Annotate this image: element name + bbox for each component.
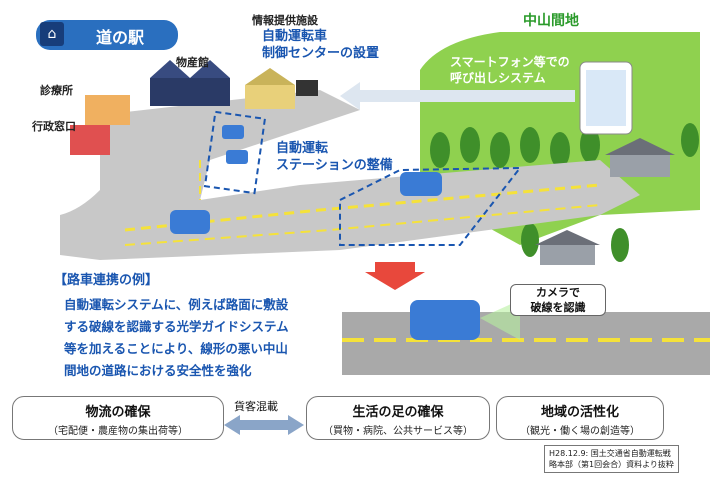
example-line: 等を加えることにより、線形の悪い中山 bbox=[64, 341, 288, 356]
arrow-to-center bbox=[340, 82, 575, 110]
box-seikatsu: 生活の足の確保 （買物・病院、公共サービス等） bbox=[306, 396, 490, 440]
station-callout: 自動運転 ステーションの整備 bbox=[276, 140, 393, 174]
road-scene bbox=[342, 312, 710, 375]
box-butsuryu: 物流の確保 （宅配便・農産物の集出荷等） bbox=[12, 396, 224, 440]
smartphone-callout: スマートフォン等での 呼び出しシステム bbox=[450, 54, 570, 86]
buildings bbox=[70, 60, 318, 155]
box-sub: （買物・病院、公共サービス等） bbox=[323, 426, 473, 437]
houses bbox=[535, 138, 675, 265]
callout-line: 自動運転車 bbox=[262, 29, 328, 44]
chusankan-label: 中山間地 bbox=[523, 13, 579, 29]
station-icon: ⌂ bbox=[40, 22, 64, 46]
station-box bbox=[203, 110, 267, 195]
control-center-callout: 自動運転車 制御センターの設置 bbox=[262, 28, 379, 62]
info-facility-label: 情報提供施設 bbox=[252, 14, 318, 27]
source-line: H28.12.9: 国土交通省自動運転戦 bbox=[549, 449, 671, 458]
box-title: 物流の確保 bbox=[85, 405, 151, 420]
callout-line: スマートフォン等での bbox=[450, 55, 570, 69]
camera-callout: カメラで 破線を認識 bbox=[510, 284, 606, 316]
gyosei-label: 行政窓口 bbox=[32, 120, 76, 133]
box-title: 地域の活性化 bbox=[540, 405, 619, 420]
example-line: 間地の道路における安全性を強化 bbox=[64, 363, 252, 378]
source-note: H28.12.9: 国土交通省自動運転戦 略本部（第1回会合）資料より抜粋 bbox=[544, 445, 679, 473]
box-title: 生活の足の確保 bbox=[352, 405, 444, 420]
box-kasseika: 地域の活性化 （観光・働く場の創造等） bbox=[496, 396, 664, 440]
arrow-down bbox=[365, 262, 425, 290]
bus-graphic bbox=[410, 300, 480, 340]
michi-no-eki-label: 道の駅 bbox=[96, 28, 145, 47]
callout-line: ステーションの整備 bbox=[276, 158, 393, 173]
michi-no-eki-badge: ⌂ 道の駅 bbox=[36, 20, 178, 50]
callout-line: 自動運転 bbox=[276, 141, 329, 156]
source-line: 略本部（第1回会合）資料より抜粋 bbox=[549, 460, 674, 469]
bussan-label: 物産館 bbox=[176, 56, 209, 69]
double-arrow bbox=[224, 415, 304, 435]
kakyaku-label: 貨客混載 bbox=[234, 400, 278, 413]
vehicles bbox=[170, 125, 442, 234]
example-body: 自動運転システムに、例えば路面に敷設 する破線を認識する光学ガイドシステム 等を… bbox=[64, 294, 289, 382]
callout-line: 呼び出しシステム bbox=[450, 71, 546, 85]
box-sub: （宅配便・農産物の集出荷等） bbox=[48, 426, 188, 437]
example-heading: 【路車連携の例】 bbox=[54, 273, 159, 288]
example-line: 自動運転システムに、例えば路面に敷設 bbox=[64, 297, 289, 312]
callout-line: 制御センターの設置 bbox=[262, 46, 380, 61]
callout-line: 破線を認識 bbox=[530, 301, 586, 314]
callout-line: カメラで bbox=[536, 286, 580, 299]
box-sub: （観光・働く場の創造等） bbox=[520, 426, 640, 437]
trees bbox=[430, 123, 699, 262]
example-line: する破線を認識する光学ガイドシステム bbox=[64, 319, 289, 334]
shinryo-label: 診療所 bbox=[40, 84, 73, 97]
route-box bbox=[339, 166, 523, 246]
